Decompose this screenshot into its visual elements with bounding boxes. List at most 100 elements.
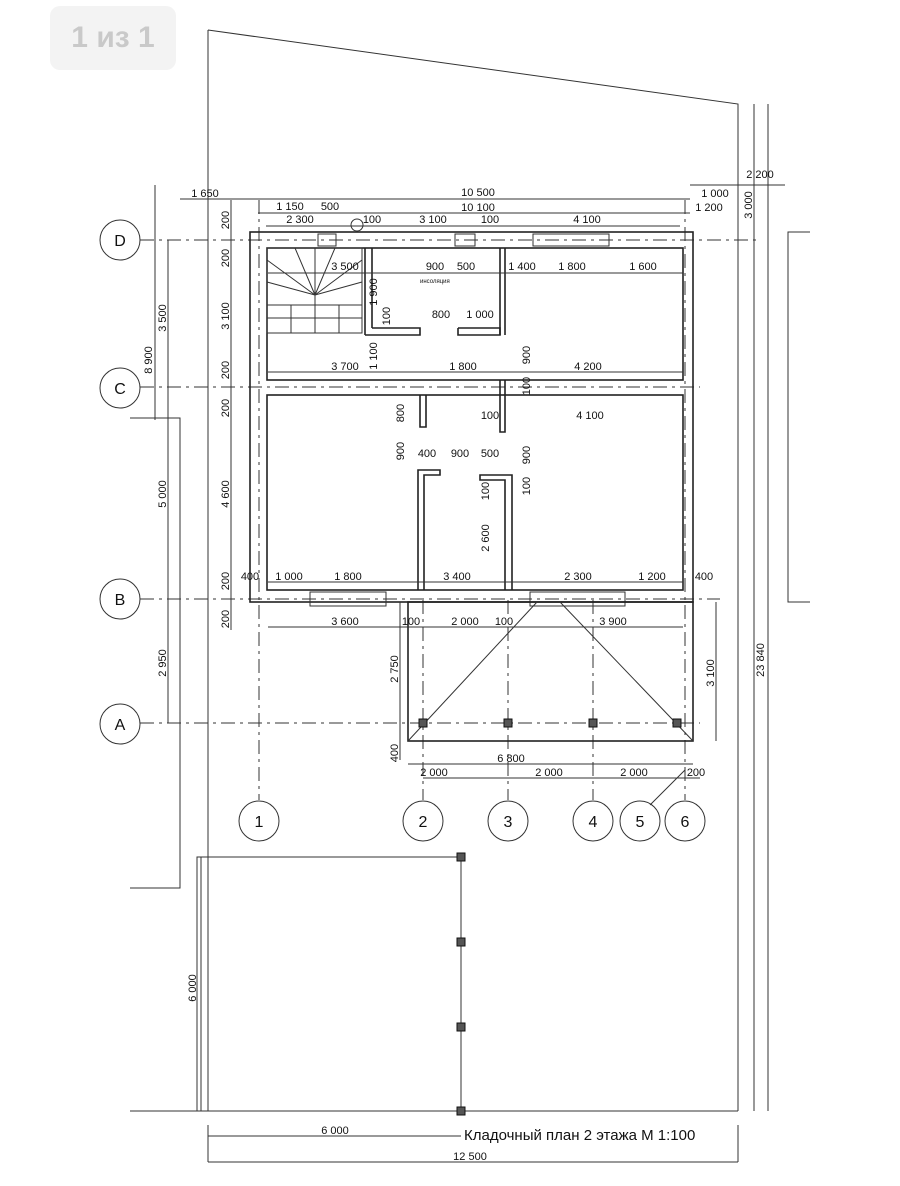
dimension-label: 2 600 [480, 524, 492, 552]
axis-bubbles: D C B A 1 2 3 4 5 6 [99, 219, 706, 842]
dimension-label: 900 [395, 442, 407, 460]
dimension-label: 100 [363, 214, 381, 226]
window [532, 233, 610, 247]
dimension-label: 900 [426, 261, 444, 273]
dimension-label: 200 [220, 610, 232, 628]
dimension-label: 3 400 [443, 571, 471, 583]
chimney-icon [350, 218, 364, 232]
dimension-label: 4 100 [576, 410, 604, 422]
dimension-label: 100 [480, 482, 492, 500]
window [317, 233, 337, 247]
dimension-label: 3 000 [743, 191, 755, 219]
dimension-label: 6 000 [321, 1125, 349, 1137]
dimension-label: 2 000 [620, 767, 648, 779]
dimension-label: 2 200 [746, 169, 774, 181]
dimension-label: 200 [220, 399, 232, 417]
dimension-label: 2 300 [286, 214, 314, 226]
dimension-label: 3 100 [220, 302, 232, 330]
dimension-lines [154, 104, 785, 1163]
dimension-label: 500 [457, 261, 475, 273]
small-label: инсоляция [420, 279, 450, 285]
dimension-label: 200 [220, 361, 232, 379]
dimension-label: 1 600 [629, 261, 657, 273]
window [454, 233, 476, 247]
dimension-label: 10 500 [461, 187, 495, 199]
dimension-label: 23 840 [755, 643, 767, 677]
axis-5-label: 5 [636, 814, 645, 831]
axis-4-circle [572, 800, 614, 842]
dimension-label: 1 800 [558, 261, 586, 273]
axis-2-label: 2 [419, 814, 428, 831]
dimension-label: 3 700 [331, 361, 359, 373]
axis-c-circle [99, 367, 141, 409]
page-indicator: 1 из 1 [50, 6, 176, 70]
dimension-label: 2 950 [157, 649, 169, 677]
dimension-label: 2 000 [451, 616, 479, 628]
dimension-label: 100 [381, 307, 393, 325]
axis-c-label: C [114, 381, 126, 398]
axis-4-label: 4 [589, 814, 598, 831]
dimension-label: 1 150 [276, 201, 304, 213]
dimension-label: 1 200 [695, 202, 723, 214]
dimension-label: 8 900 [143, 346, 155, 374]
dimension-label: 3 100 [705, 659, 717, 687]
dimension-label: 12 500 [453, 1151, 487, 1163]
dimension-label: 3 900 [599, 616, 627, 628]
dimension-label: 1 800 [334, 571, 362, 583]
drawing-title: Кладочный план 2 этажа М 1:100 [464, 1127, 695, 1144]
axis-lines [140, 200, 760, 800]
dimension-label: 400 [241, 571, 259, 583]
axis-1-circle [238, 800, 280, 842]
dimension-label: 6 000 [187, 974, 199, 1002]
axis-1-label: 1 [255, 814, 264, 831]
dimension-label: 3 100 [419, 214, 447, 226]
dimension-label: 400 [695, 571, 713, 583]
dimension-label: 100 [402, 616, 420, 628]
axis-d-circle [99, 219, 141, 261]
carport [196, 852, 466, 1116]
dimension-label: 200 [220, 249, 232, 267]
dimension-label: 400 [418, 448, 436, 460]
dimension-label: 5 000 [157, 480, 169, 508]
dimension-label: 1 100 [368, 342, 380, 370]
axis-6-label: 6 [681, 814, 690, 831]
dimension-label: 100 [495, 616, 513, 628]
staircase [266, 247, 363, 334]
dimension-label: 500 [481, 448, 499, 460]
axis-b-label: B [115, 592, 126, 609]
dimension-label: 2 750 [389, 655, 401, 683]
axis-5-circle [619, 800, 661, 842]
dimension-label: 3 500 [331, 261, 359, 273]
axis-a-label: A [115, 717, 126, 734]
dimension-label: 500 [321, 201, 339, 213]
dimension-label: 200 [220, 572, 232, 590]
dimension-label: 900 [521, 446, 533, 464]
window [529, 591, 626, 607]
dimension-label: 6 800 [497, 753, 525, 765]
dimension-label: 4 200 [574, 361, 602, 373]
axis-a-circle [99, 703, 141, 745]
house-walls: инсоляция [249, 218, 694, 607]
dimension-label: 2 000 [535, 767, 563, 779]
dimension-label: 1 000 [701, 188, 729, 200]
dimension-label: 4 100 [573, 214, 601, 226]
dimension-label: 3 600 [331, 616, 359, 628]
dimension-label: 1 650 [191, 188, 219, 200]
dimension-label: 100 [521, 477, 533, 495]
axis-d-label: D [114, 233, 126, 250]
dimension-label: 100 [521, 377, 533, 395]
dimension-label: 2 000 [420, 767, 448, 779]
axis-3-label: 3 [504, 814, 513, 831]
dimension-label: 400 [389, 744, 401, 762]
dimension-label: 100 [481, 214, 499, 226]
dimension-label: 2 300 [564, 571, 592, 583]
dimension-label: 900 [451, 448, 469, 460]
dimension-label: 1 900 [368, 278, 380, 306]
axis-3-circle [487, 800, 529, 842]
veranda [407, 601, 694, 742]
dimension-label: 200 [220, 211, 232, 229]
axis-6-circle [664, 800, 706, 842]
dimension-label: 3 500 [157, 304, 169, 332]
